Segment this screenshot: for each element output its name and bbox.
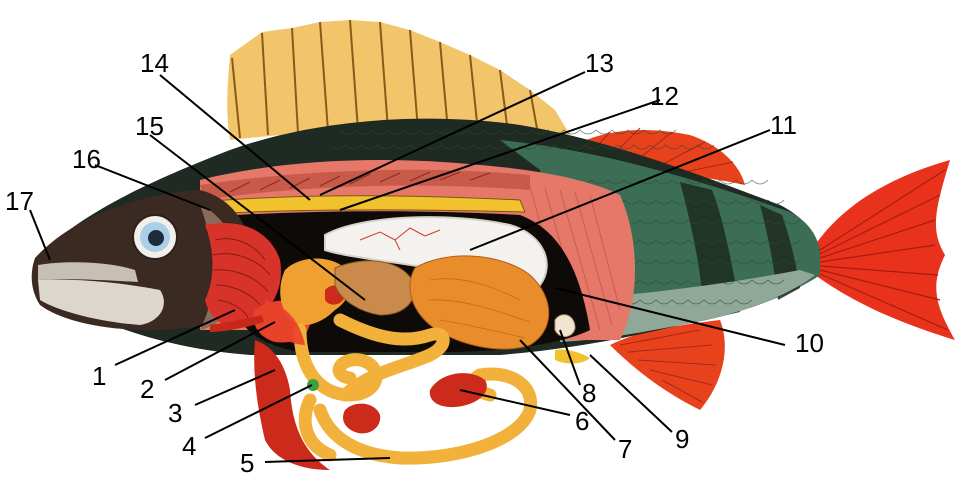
callout-12: 12 xyxy=(650,81,679,111)
gall-bladder xyxy=(307,379,319,391)
callout-14: 14 xyxy=(140,48,169,78)
spleen xyxy=(430,373,487,407)
callout-13: 13 xyxy=(585,48,614,78)
callout-1: 1 xyxy=(92,361,106,391)
callout-4: 4 xyxy=(182,431,196,461)
callout-8: 8 xyxy=(582,378,596,408)
leader-6 xyxy=(460,390,570,415)
callout-7: 7 xyxy=(618,434,632,464)
callout-5: 5 xyxy=(240,448,254,478)
callout-16: 16 xyxy=(72,144,101,174)
callout-10: 10 xyxy=(795,328,824,358)
eye-pupil xyxy=(148,230,164,246)
anal-opening xyxy=(555,349,590,363)
tail-fin xyxy=(815,160,955,340)
callout-3: 3 xyxy=(168,398,182,428)
callout-9: 9 xyxy=(675,424,689,454)
leader-17 xyxy=(30,210,50,260)
callout-11: 11 xyxy=(770,110,797,140)
spleen-lower xyxy=(343,404,380,434)
callout-17: 17 xyxy=(5,186,34,216)
callout-15: 15 xyxy=(135,111,164,141)
callout-6: 6 xyxy=(575,406,589,436)
callout-2: 2 xyxy=(140,374,154,404)
urinary-bladder xyxy=(555,315,575,337)
